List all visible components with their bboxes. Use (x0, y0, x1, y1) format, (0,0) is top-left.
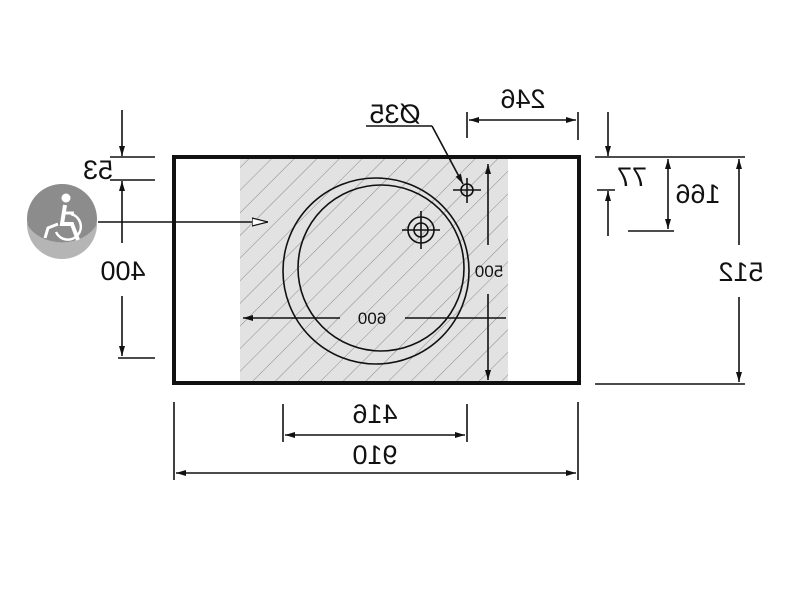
bowl-outer (282, 177, 470, 365)
countertop-outline (172, 155, 581, 385)
small-hole-marker (453, 178, 481, 203)
dim-512: 512 (718, 257, 763, 287)
dim-tap-diameter: Ø35 (369, 99, 420, 129)
tap-hole-marker (402, 211, 440, 249)
dim-600: 600 (358, 309, 386, 328)
dim-400: 400 (100, 256, 145, 286)
dim-166: 166 (675, 179, 720, 209)
dim-246: 246 (500, 84, 545, 114)
bowl-inner (297, 184, 465, 352)
wheelchair-icon (27, 184, 97, 259)
dim-77: 77 (617, 162, 647, 192)
dim-910: 910 (352, 440, 397, 470)
dim-416: 416 (352, 399, 397, 429)
dim-500: 500 (475, 262, 503, 281)
dim-53: 53 (83, 155, 113, 185)
